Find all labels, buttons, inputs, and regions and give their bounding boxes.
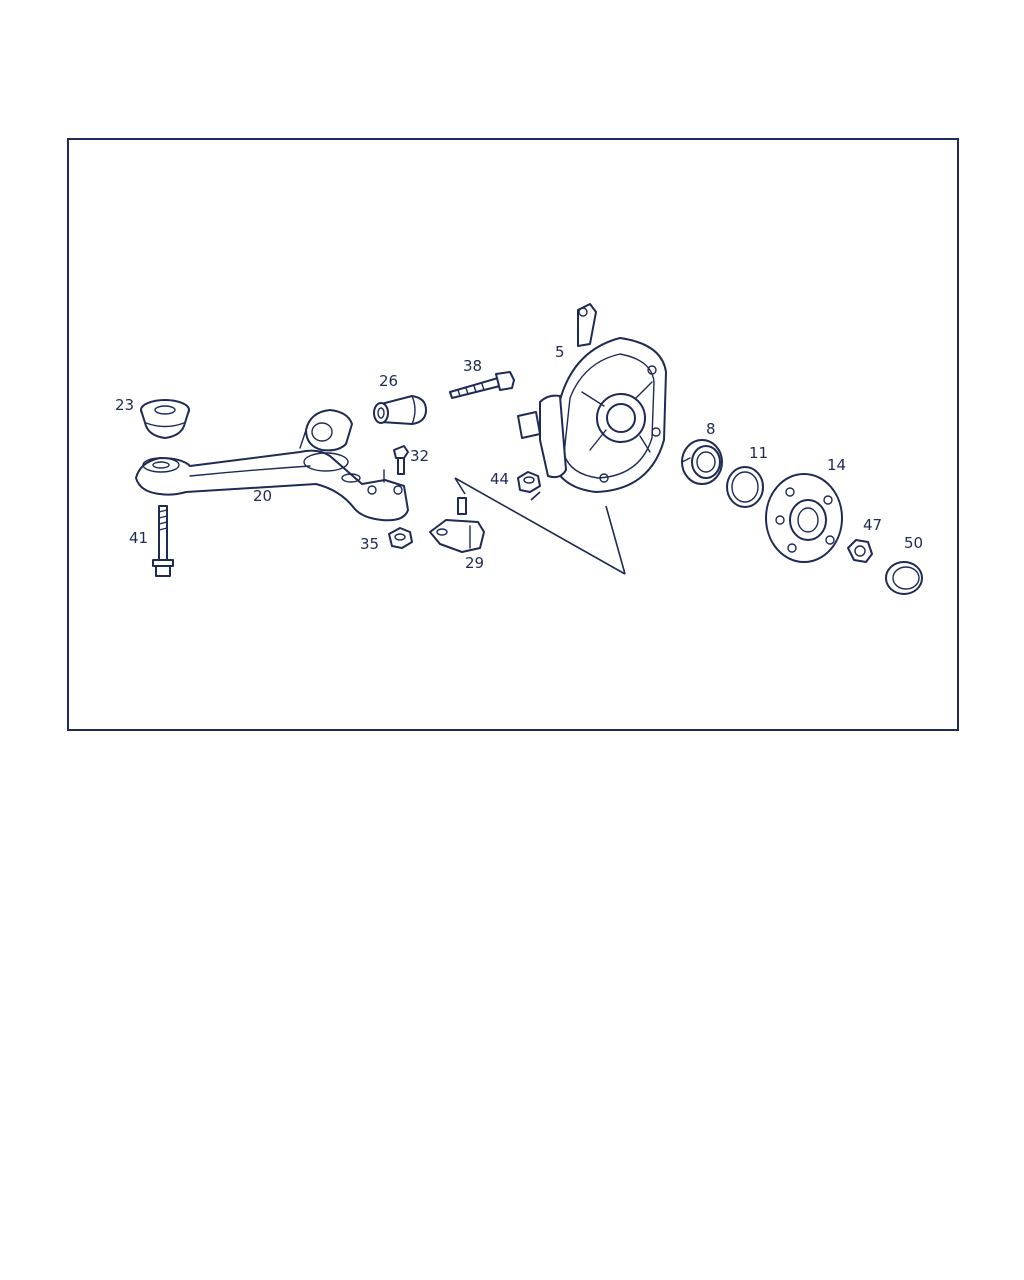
control-arm-20 <box>135 409 409 522</box>
diagram-frame <box>67 138 959 731</box>
snap-ring-11 <box>726 466 764 508</box>
leader-line-44 <box>530 491 541 501</box>
label-44: 44 <box>490 470 509 488</box>
wheel-bearing-8 <box>681 439 723 485</box>
leader-line-9 <box>454 477 466 495</box>
label-8: 8 <box>706 420 716 438</box>
label-26: 26 <box>379 372 398 390</box>
label-38: 38 <box>463 357 482 375</box>
label-47: 47 <box>863 516 882 534</box>
label-32: 32 <box>410 447 429 465</box>
label-23: 23 <box>115 396 134 414</box>
ball-joint-29 <box>429 497 485 553</box>
hub-nut-47 <box>847 539 873 563</box>
label-29: 29 <box>465 554 484 572</box>
label-41: 41 <box>129 529 148 547</box>
bolt-38 <box>449 371 515 399</box>
label-35: 35 <box>360 535 379 553</box>
bushing-26 <box>373 395 427 425</box>
wheel-hub-14 <box>765 473 843 563</box>
bushing-23 <box>140 399 190 439</box>
nut-44 <box>517 471 541 493</box>
label-20: 20 <box>253 487 272 505</box>
nut-35 <box>388 527 413 549</box>
bolt-32 <box>393 445 409 475</box>
label-5: 5 <box>555 343 565 361</box>
grease-cap-50 <box>885 561 923 595</box>
label-50: 50 <box>904 534 923 552</box>
leader-line-5 <box>605 505 626 575</box>
steering-knuckle-5 <box>517 303 667 493</box>
label-14: 14 <box>827 456 846 474</box>
leader-line-44-knuckle <box>454 477 626 575</box>
label-11: 11 <box>749 444 768 462</box>
bolt-41 <box>152 505 174 577</box>
